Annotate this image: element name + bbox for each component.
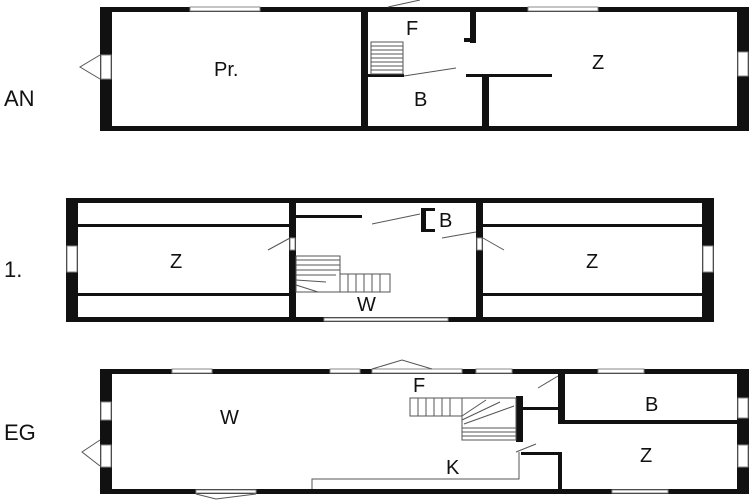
floor-an: AN Pr. F B Z (4, 0, 749, 131)
window (371, 368, 463, 374)
room-label: Z (640, 445, 652, 467)
wall (289, 198, 296, 322)
wall (368, 74, 404, 77)
floor-eg: EG W F B K Z (4, 359, 749, 500)
floor-1: 1. Z B W Z (4, 198, 714, 322)
door-swing (267, 237, 291, 251)
wall (78, 293, 289, 296)
window (475, 368, 513, 374)
entrance-outline (371, 359, 433, 370)
wall (558, 452, 562, 489)
window (100, 444, 112, 468)
room-label: F (413, 375, 425, 397)
room-label: K (446, 457, 460, 479)
bay-outline (81, 439, 101, 467)
window (527, 6, 599, 12)
door-swing (387, 0, 421, 8)
wall (470, 7, 476, 43)
window (100, 54, 112, 80)
window (597, 368, 645, 374)
wall (483, 293, 702, 296)
room-label: B (439, 210, 452, 232)
wall (66, 198, 714, 203)
kitchen-counter (311, 452, 520, 489)
wall (523, 407, 559, 410)
wall (558, 420, 737, 424)
room-label: Z (170, 251, 182, 273)
wall (521, 452, 561, 455)
door-swing (537, 375, 559, 389)
wall (421, 208, 426, 232)
room-label: W (220, 407, 239, 429)
room-label: B (414, 89, 427, 111)
door-swing (441, 231, 477, 239)
window (737, 51, 749, 77)
door-swing (482, 237, 505, 251)
wall (421, 208, 435, 211)
wall (737, 369, 749, 494)
wall (464, 38, 476, 42)
wall (296, 215, 362, 218)
wall (476, 198, 483, 322)
bay-outline (195, 493, 257, 500)
window (611, 489, 669, 494)
floor-label: EG (4, 420, 36, 445)
staircase (370, 41, 404, 75)
window (323, 317, 449, 322)
door-swing (515, 443, 537, 453)
door-swing (403, 67, 457, 77)
wall (100, 7, 749, 12)
room-label: Pr. (214, 59, 238, 81)
wall (558, 374, 565, 424)
window (737, 397, 749, 419)
wall (482, 74, 489, 131)
window (100, 401, 112, 421)
window (737, 444, 749, 468)
wall (78, 224, 289, 227)
wall (466, 74, 552, 77)
bay-outline (79, 54, 101, 80)
window (66, 245, 78, 273)
window (171, 368, 213, 374)
window (329, 368, 361, 374)
staircase (295, 255, 391, 293)
room-label: Z (586, 251, 598, 273)
room-label: Z (592, 52, 604, 74)
window (189, 6, 261, 12)
wall (100, 369, 112, 494)
wall (516, 396, 523, 442)
door-opening (289, 237, 296, 251)
room-label: F (406, 18, 418, 40)
floor-label: AN (4, 86, 35, 111)
wall (483, 224, 702, 227)
floor-label: 1. (4, 257, 22, 282)
door-opening (476, 237, 483, 251)
window (702, 245, 714, 273)
room-label: W (357, 294, 376, 316)
room-label: B (645, 394, 658, 416)
wall (100, 126, 749, 131)
door-swing (371, 213, 421, 225)
wall (361, 7, 368, 131)
window (195, 489, 257, 494)
wall (421, 229, 435, 232)
staircase (409, 397, 517, 441)
wall (100, 489, 749, 494)
